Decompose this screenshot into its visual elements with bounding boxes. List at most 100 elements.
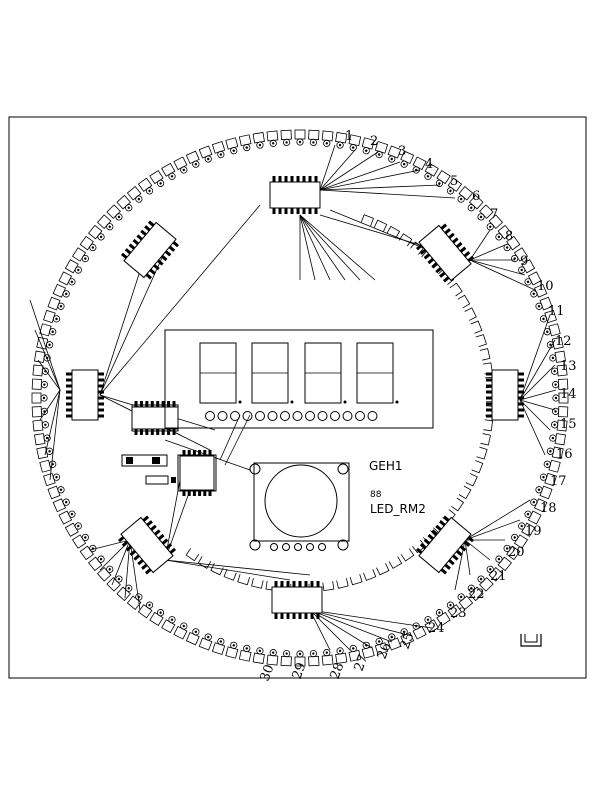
led-element (47, 485, 65, 500)
led-element (524, 510, 542, 525)
led-element (252, 132, 265, 149)
led-element (71, 247, 89, 263)
led-element (503, 235, 521, 252)
led-element (435, 169, 451, 187)
led-element (424, 162, 439, 180)
led-element (32, 419, 49, 432)
led-element (294, 650, 306, 667)
led-element (467, 194, 484, 212)
led-element (551, 419, 568, 432)
led-element (198, 633, 213, 651)
inner-pad (400, 548, 415, 562)
inner-pad (480, 433, 491, 446)
led-ring (31, 129, 569, 667)
led-element (486, 214, 504, 231)
led-element (266, 649, 279, 666)
inner-pad (386, 225, 401, 239)
seven-seg-digit (199, 342, 242, 404)
led-element (511, 533, 529, 549)
connector-glyph (520, 634, 542, 647)
led-element (535, 485, 553, 500)
ring-number-label: 28 (328, 661, 348, 682)
led-element (424, 616, 439, 634)
inner-pad (237, 574, 251, 586)
led-element (518, 522, 536, 537)
led-element (495, 555, 512, 572)
ring-number-label: 22 (468, 587, 485, 602)
led-element (546, 446, 564, 460)
inner-pad (251, 578, 264, 589)
ring-number-label: 8 (505, 229, 513, 244)
inner-pad (388, 556, 403, 569)
inner-pad (412, 539, 426, 554)
led-element (137, 601, 154, 619)
inner-pad (465, 473, 478, 487)
ring-number-label: 23 (450, 606, 467, 621)
led-element (495, 224, 512, 241)
encoder-pin (294, 543, 302, 551)
led-element (43, 309, 61, 324)
inner-pad (223, 568, 237, 581)
led-element (530, 283, 548, 298)
inner-pad (475, 334, 487, 347)
led-element (149, 169, 165, 187)
led-element (225, 137, 239, 155)
inner-pad (373, 219, 388, 232)
led-element (348, 644, 362, 662)
ring-number-label: 25 (398, 631, 418, 652)
ring-number-label: 6 (472, 189, 480, 204)
led-element (47, 296, 65, 311)
led-element (64, 259, 82, 274)
display-pin (317, 411, 328, 421)
led-element (52, 498, 70, 513)
led-element (552, 378, 569, 390)
inner-pad (210, 563, 224, 576)
encoder-pin (282, 543, 290, 551)
led-element (106, 204, 123, 221)
rotary-encoder (249, 462, 350, 551)
led-element (457, 186, 474, 203)
inner-pad (483, 419, 494, 432)
ring-number-label: 7 (490, 207, 498, 222)
led-element (308, 129, 320, 146)
ic-chip (415, 515, 475, 575)
led-element (361, 137, 375, 155)
led-element (348, 134, 362, 152)
inner-pad (482, 362, 493, 375)
ring-number-label: 18 (540, 501, 557, 516)
display-pin (355, 411, 365, 421)
ring-number-label: 26 (375, 641, 395, 662)
ring-number-label: 4 (425, 157, 433, 172)
led-element (116, 584, 133, 602)
led-element (387, 145, 402, 163)
inner-pad (376, 563, 390, 576)
led-element (400, 150, 415, 168)
ring-number-label: 20 (508, 545, 525, 560)
display-pin (205, 411, 215, 421)
ic-chip (179, 450, 215, 496)
led-element (31, 378, 48, 390)
display-pin (367, 411, 378, 421)
display-pin (342, 411, 353, 421)
display-pin (255, 411, 265, 421)
led-element (211, 637, 226, 655)
led-element (34, 350, 51, 363)
led-element (530, 498, 548, 513)
led-element (321, 649, 334, 666)
led-element (467, 584, 484, 602)
ring-number-label: 21 (490, 569, 507, 584)
led-element (321, 130, 334, 147)
led-element (446, 601, 463, 619)
led-element (225, 641, 239, 659)
led-element (335, 132, 348, 149)
led-element (549, 433, 566, 446)
encoder-pin (270, 543, 278, 551)
inner-pad (458, 485, 472, 500)
led-element (52, 283, 70, 298)
ring-number-label: 14 (560, 387, 577, 402)
led-element (149, 609, 165, 627)
display-pin (230, 411, 240, 421)
inner-pad (363, 569, 377, 581)
ic-chip (120, 220, 180, 280)
